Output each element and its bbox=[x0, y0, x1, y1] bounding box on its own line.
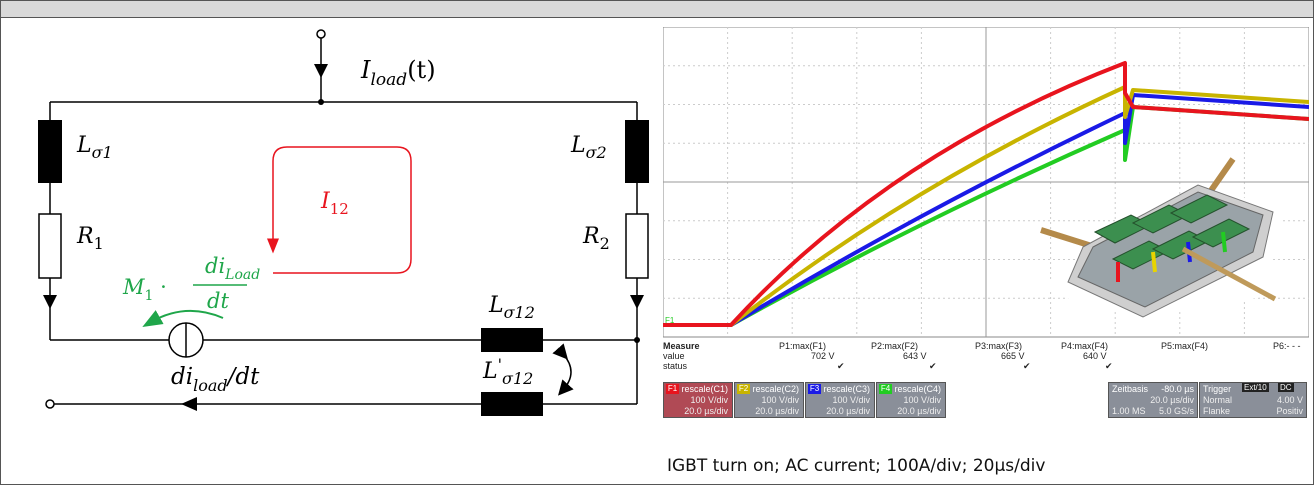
mutual-induction-arrow bbox=[142, 309, 224, 327]
timebase-mem: 1.00 MS bbox=[1112, 406, 1146, 416]
timebase-tdiv: 20.0 µs/div bbox=[1150, 395, 1194, 405]
trigger-coupling: DC bbox=[1278, 383, 1294, 392]
measure-header: Measure bbox=[663, 341, 700, 351]
m1-label: M1 · bbox=[122, 275, 167, 304]
i12-label: I12 bbox=[320, 189, 349, 218]
channel-f2-vdiv: 100 V/div bbox=[761, 395, 799, 405]
trigger-label: Trigger bbox=[1203, 384, 1232, 394]
timebase-rate: 5.0 GS/s bbox=[1158, 406, 1194, 416]
channel-f2-name: rescale(C2) bbox=[752, 384, 799, 394]
channel-f3-name: rescale(C3) bbox=[823, 384, 870, 394]
param-p1-status: ✔ bbox=[837, 361, 845, 371]
param-p3-name: P3:max(F3) bbox=[975, 341, 1023, 351]
di-load-numerator: diLoad bbox=[205, 254, 260, 283]
right-branch-arrow bbox=[630, 295, 644, 309]
r2-label: R2 bbox=[582, 224, 610, 253]
inductor-l-sigma12-prime bbox=[481, 392, 543, 416]
param-p1-value: 702 V bbox=[811, 351, 835, 361]
l-sigma1-label: Lσ1 bbox=[76, 133, 113, 162]
param-p4-name: P4:max(F4) bbox=[1061, 341, 1109, 351]
channel-f2-box[interactable]: F2 rescale(C2) 100 V/div 20.0 µs/div bbox=[734, 382, 804, 418]
figure-caption: IGBT turn on; AC current; 100A/div; 20µs… bbox=[667, 456, 1046, 476]
measure-value-label: value bbox=[663, 351, 685, 361]
left-branch-arrow bbox=[43, 295, 57, 309]
channel-f3-box[interactable]: F3 rescale(C3) 100 V/div 20.0 µs/div bbox=[805, 382, 875, 418]
trace-line bbox=[663, 85, 1309, 327]
oscilloscope-screenshot: F1 bbox=[663, 27, 1309, 418]
load-current-arrow bbox=[314, 64, 328, 78]
circuit-schematic: Iload(t) Lσ1 Lσ2 R1 R2 I12 diLoad M1 · d… bbox=[38, 29, 649, 416]
channel-f1-box[interactable]: F1 rescale(C1) 100 V/div 20.0 µs/div bbox=[663, 382, 733, 418]
channel-f3-vdiv: 100 V/div bbox=[832, 395, 870, 405]
i-load-label: Iload(t) bbox=[360, 56, 436, 90]
timebase-label: Zeitbasis bbox=[1112, 384, 1149, 394]
channel-f1-vdiv: 100 V/div bbox=[690, 395, 728, 405]
param-p4-status: ✔ bbox=[1105, 361, 1113, 371]
resistor-r2 bbox=[625, 213, 649, 279]
param-p6-name: P6:- - - bbox=[1273, 341, 1301, 351]
param-p3-value: 665 V bbox=[1001, 351, 1025, 361]
channel-f3-tag: F3 bbox=[808, 384, 821, 394]
param-p2-name: P2:max(F2) bbox=[871, 341, 919, 351]
channel-f1-name: rescale(C1) bbox=[681, 384, 728, 394]
channel-f4-tdiv: 20.0 µs/div bbox=[897, 406, 941, 416]
igbt-module-photo bbox=[1038, 157, 1283, 318]
trigger-slope: Positiv bbox=[1276, 406, 1303, 416]
source-label: diload/dt bbox=[171, 364, 260, 395]
param-p1-name: P1:max(F1) bbox=[779, 341, 827, 351]
measure-status-label: status bbox=[663, 361, 688, 371]
param-p4-value: 640 V bbox=[1083, 351, 1107, 361]
param-p5-name: P5:max(F4) bbox=[1161, 341, 1209, 351]
scope-grid bbox=[663, 27, 1309, 337]
top-bar bbox=[1, 1, 1313, 18]
scope-traces: F1 bbox=[663, 61, 1309, 327]
trigger-mode: Normal bbox=[1203, 395, 1233, 405]
param-p2-status: ✔ bbox=[929, 361, 937, 371]
l-sigma12-prime-label: L'σ12 bbox=[482, 355, 533, 388]
channel-f2-tdiv: 20.0 µs/div bbox=[755, 406, 799, 416]
channel-f3-tdiv: 20.0 µs/div bbox=[826, 406, 870, 416]
channel-f4-tag: F4 bbox=[879, 384, 892, 394]
inductor-l-sigma1 bbox=[38, 120, 62, 183]
channel-f4-vdiv: 100 V/div bbox=[903, 395, 941, 405]
loop-current-path bbox=[267, 146, 412, 274]
trigger-slope-label: Flanke bbox=[1203, 406, 1231, 416]
input-terminal bbox=[316, 29, 326, 39]
trace-line bbox=[663, 61, 1309, 327]
coupling-arrow bbox=[552, 343, 574, 396]
channel-f2-tag: F2 bbox=[737, 384, 750, 394]
timebase-box[interactable]: Zeitbasis -80.0 µs 20.0 µs/div 1.00 MS 5… bbox=[1108, 382, 1198, 418]
l-sigma12-label: Lσ12 bbox=[488, 293, 535, 322]
scope-plot: F1 bbox=[663, 27, 1309, 338]
channel-f4-name: rescale(C4) bbox=[894, 384, 941, 394]
return-current-arrow bbox=[181, 397, 197, 411]
channel-f4-box[interactable]: F4 rescale(C4) 100 V/div 20.0 µs/div bbox=[876, 382, 946, 418]
output-terminal bbox=[45, 399, 55, 409]
channel-f1-tdiv: 20.0 µs/div bbox=[684, 406, 728, 416]
channel-f1-tag: F1 bbox=[666, 384, 679, 394]
inductor-l-sigma2 bbox=[625, 120, 649, 183]
resistor-r1 bbox=[38, 213, 62, 279]
r1-label: R1 bbox=[76, 224, 104, 253]
timebase-offset: -80.0 µs bbox=[1161, 384, 1194, 394]
param-p2-value: 643 V bbox=[903, 351, 927, 361]
param-p3-status: ✔ bbox=[1023, 361, 1031, 371]
inductor-l-sigma12 bbox=[481, 328, 543, 352]
trigger-level: 4.00 V bbox=[1276, 395, 1303, 405]
trace-marker: F1 bbox=[665, 316, 675, 325]
dt-denominator: dt bbox=[207, 289, 229, 313]
trigger-source: Ext/10 bbox=[1242, 383, 1269, 392]
trace-line bbox=[663, 93, 1309, 327]
trigger-box[interactable]: Trigger Ext/10 DC Normal 4.00 V Flanke P… bbox=[1199, 382, 1307, 418]
l-sigma2-label: Lσ2 bbox=[570, 133, 607, 162]
